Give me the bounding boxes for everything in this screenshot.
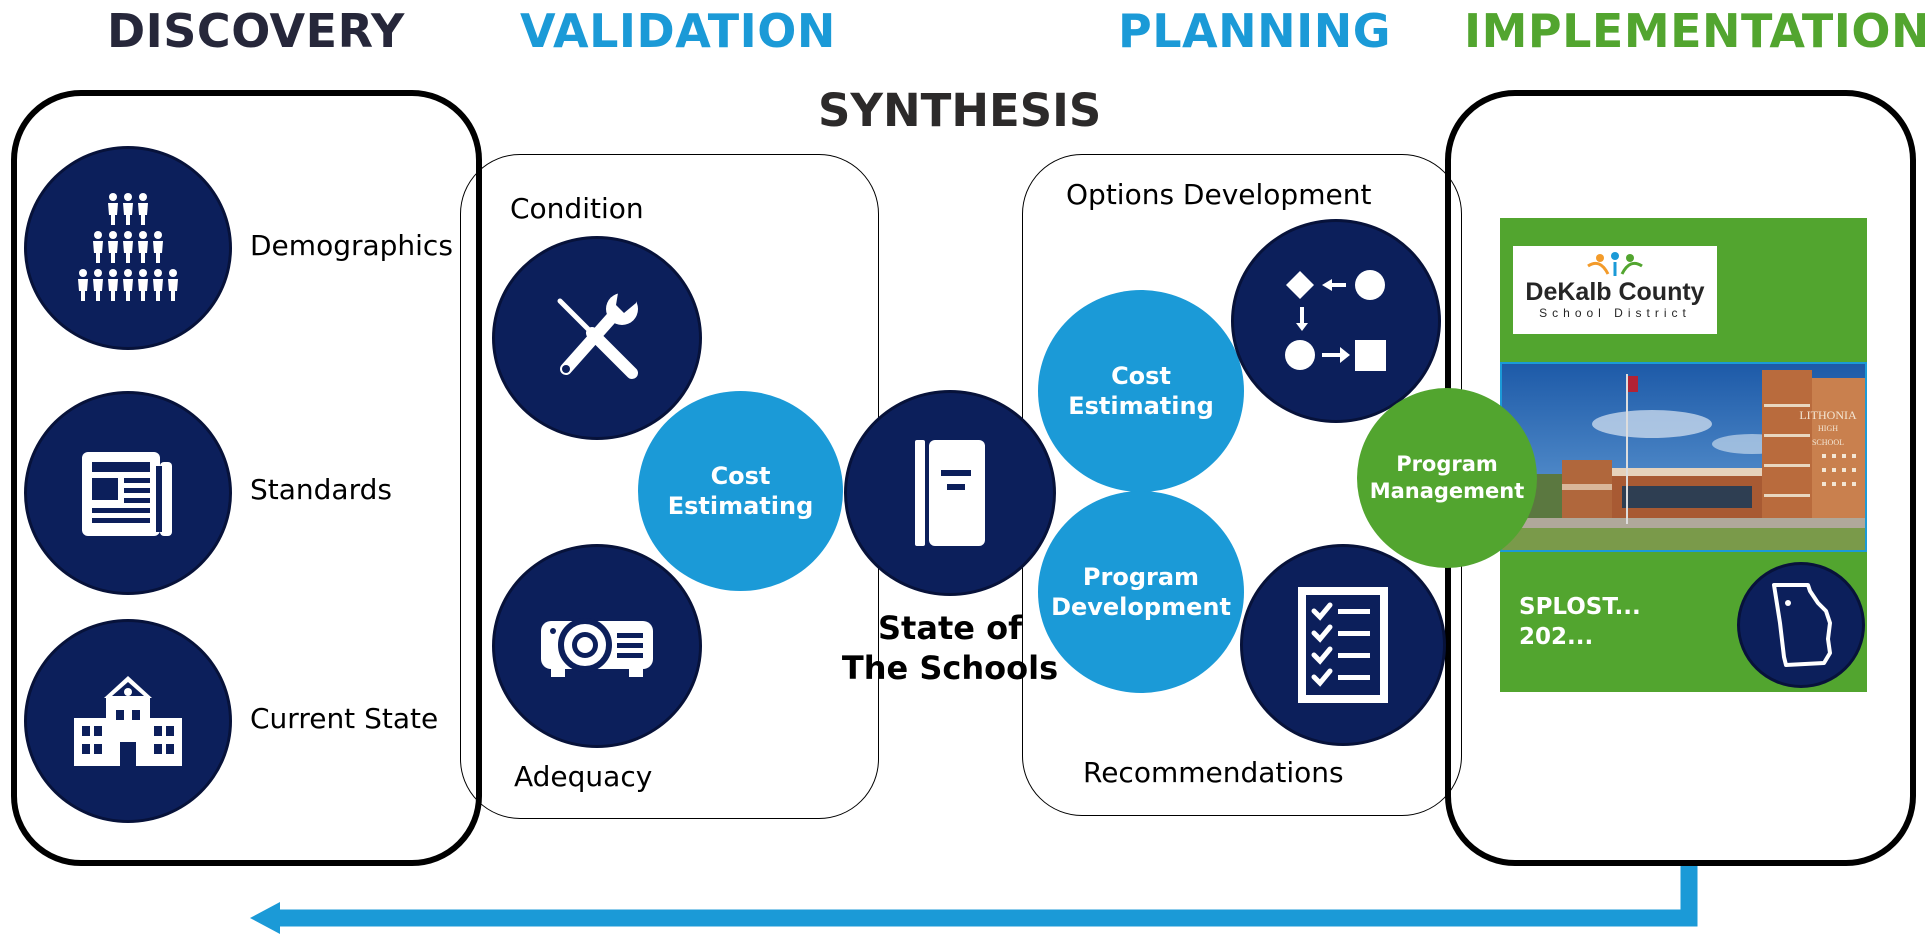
school-sign-line3: SCHOOL <box>1811 438 1844 447</box>
splost-line2: 202... <box>1519 624 1594 650</box>
adequacy-label: Adequacy <box>514 760 653 793</box>
planning-cost-circle: Cost Estimating <box>1038 290 1244 492</box>
school-building-icon <box>74 676 182 766</box>
phase-validation: VALIDATION <box>520 4 836 58</box>
school-sign-line1: LITHONIA <box>1799 408 1857 422</box>
validation-cost-label: Cost Estimating <box>667 462 814 520</box>
adequacy-circle <box>492 544 702 748</box>
people-pyramid-icon <box>78 193 178 303</box>
checklist-icon <box>1298 587 1388 703</box>
recommendations-circle <box>1240 544 1446 746</box>
dekalb-logo-subtitle: School District <box>1539 306 1691 320</box>
validation-cost-circle: Cost Estimating <box>638 391 843 591</box>
projector-icon <box>541 615 653 677</box>
tools-icon <box>552 293 642 383</box>
demographics-label: Demographics <box>250 229 453 262</box>
school-photo: LITHONIA HIGH SCHOOL <box>1500 362 1867 552</box>
dekalb-logo-mark-icon <box>1513 252 1717 278</box>
program-management-circle: Program Management <box>1357 388 1537 568</box>
state-of-schools-label: State of The Schools <box>830 608 1070 688</box>
current-state-circle <box>24 619 232 823</box>
demographics-circle <box>24 146 232 350</box>
options-development-label: Options Development <box>1066 178 1372 211</box>
state-of-schools-circle <box>844 390 1056 596</box>
planning-cost-label: Cost Estimating <box>1068 362 1214 420</box>
program-development-circle: Program Development <box>1038 491 1244 693</box>
discovery-panel <box>11 90 482 866</box>
standards-circle <box>24 391 232 595</box>
recommendations-label: Recommendations <box>1083 756 1344 789</box>
school-sign: LITHONIA HIGH SCHOOL <box>1788 408 1865 450</box>
dekalb-logo-title: DeKalb County <box>1525 278 1705 306</box>
georgia-map-icon <box>1768 583 1834 667</box>
splost-text: SPLOST... 202... <box>1519 592 1641 652</box>
condition-label: Condition <box>510 192 644 225</box>
phase-planning: PLANNING <box>1118 4 1391 58</box>
condition-circle <box>492 236 702 440</box>
synthesis-title: SYNTHESIS <box>818 84 1102 137</box>
newspaper-icon <box>80 448 176 538</box>
splost-line1: SPLOST... <box>1519 594 1641 620</box>
program-management-label: Program Management <box>1369 452 1525 503</box>
phase-implementation: IMPLEMENTATION <box>1464 4 1925 58</box>
school-sign-line2: HIGH <box>1818 424 1838 433</box>
standards-label: Standards <box>250 473 392 506</box>
program-development-label: Program Development <box>1051 563 1231 621</box>
georgia-circle <box>1737 562 1865 688</box>
current-state-label: Current State <box>250 702 439 735</box>
state-of-schools-line2: The Schools <box>841 649 1059 687</box>
dekalb-logo: DeKalb County School District <box>1513 246 1717 334</box>
book-icon <box>915 440 985 546</box>
phase-discovery: DISCOVERY <box>107 4 405 58</box>
state-of-schools-line1: State of <box>878 609 1022 647</box>
options-development-circle <box>1231 219 1441 423</box>
flowchart-icon <box>1284 269 1388 373</box>
